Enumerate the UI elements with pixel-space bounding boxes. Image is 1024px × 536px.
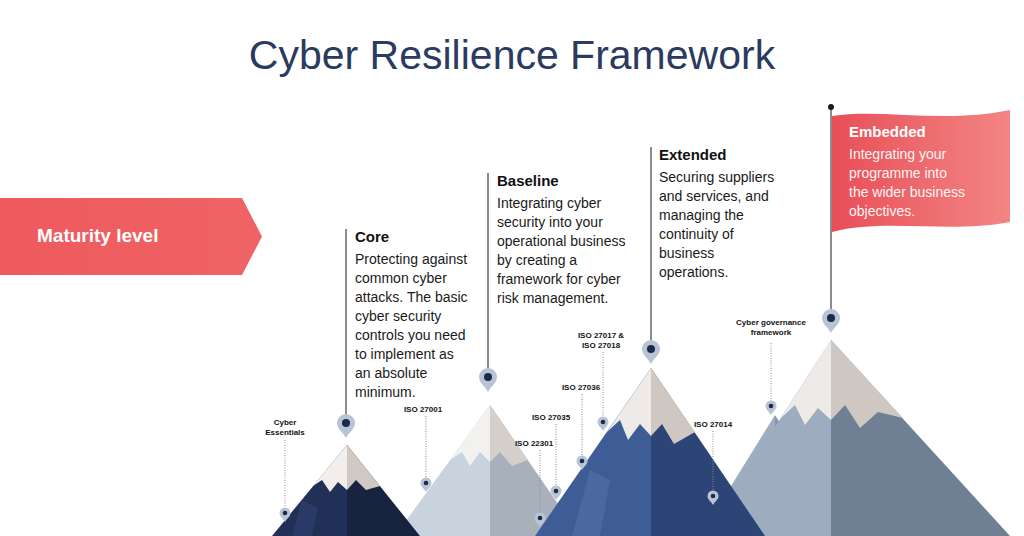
leader-line <box>285 440 286 507</box>
level-description: Integrating cyber security into your ope… <box>497 194 627 308</box>
location-pin <box>598 417 609 432</box>
location-pin <box>280 508 291 523</box>
standard-label: Cyber Essentials <box>261 418 309 438</box>
level-description: Securing suppliers and services, and man… <box>659 168 779 282</box>
maturity-band-outline <box>0 198 262 275</box>
snow-cap <box>607 368 651 440</box>
location-pin <box>535 513 546 528</box>
location-pin <box>421 478 432 493</box>
location-pin <box>479 368 497 392</box>
snow-cap <box>831 340 903 428</box>
snow-cap <box>347 445 380 490</box>
location-pin <box>822 309 840 333</box>
maturity-band: Maturity level <box>0 198 262 275</box>
leader-line <box>771 343 772 401</box>
location-pin <box>708 491 719 506</box>
standard-label: ISO 22301 <box>509 439 559 449</box>
snow-cap <box>313 445 347 492</box>
diagram-title: Cyber Resilience Framework <box>0 31 1024 79</box>
level-description: Protecting against common cyber attacks.… <box>355 250 471 402</box>
snow-cap <box>781 340 831 425</box>
location-pin <box>642 340 660 364</box>
leader-line <box>603 352 604 417</box>
level-stem <box>346 229 347 416</box>
standard-label: ISO 27001 <box>398 405 448 415</box>
mountain-face <box>651 368 765 536</box>
location-pin <box>551 486 562 501</box>
snow-cap <box>651 368 695 444</box>
standard-label: ISO 27017 & ISO 27018 <box>573 331 629 351</box>
mountain-face <box>347 445 420 536</box>
level-heading: Baseline <box>497 172 617 190</box>
standard-label: ISO 27014 <box>688 420 738 430</box>
mountain-face <box>272 445 347 536</box>
level-description: Integrating your programme into the wide… <box>849 145 968 221</box>
flag-pole <box>831 107 832 311</box>
standard-label: Cyber governance framework <box>731 318 811 338</box>
leader-line <box>556 424 557 486</box>
mountain-shading <box>572 470 610 536</box>
summit-flag-outline <box>832 110 1010 232</box>
summit-flag: EmbeddedIntegrating your programme into … <box>832 110 1012 234</box>
level-stem <box>651 147 652 342</box>
level-heading: Extended <box>659 146 779 164</box>
band-label: Maturity level <box>37 225 247 247</box>
leader-line <box>713 431 714 491</box>
standard-label: ISO 27035 <box>526 413 576 423</box>
snow-cap <box>490 405 528 466</box>
level-heading: Core <box>355 228 475 246</box>
location-pin <box>337 414 355 438</box>
mountain-face <box>831 340 1010 536</box>
level-stem <box>488 173 489 370</box>
location-pin <box>766 401 777 416</box>
mountain-shading <box>292 500 318 536</box>
standard-label: ISO 27036 <box>556 383 606 393</box>
flag-pole-top <box>828 104 834 110</box>
leader-line <box>540 450 541 513</box>
snow-cap <box>450 405 490 466</box>
level-heading: Embedded <box>849 123 1004 141</box>
location-pin <box>577 456 588 471</box>
mountain-face <box>535 368 651 536</box>
mountain-face <box>395 405 490 536</box>
leader-line <box>426 416 427 478</box>
leader-line <box>582 394 583 456</box>
